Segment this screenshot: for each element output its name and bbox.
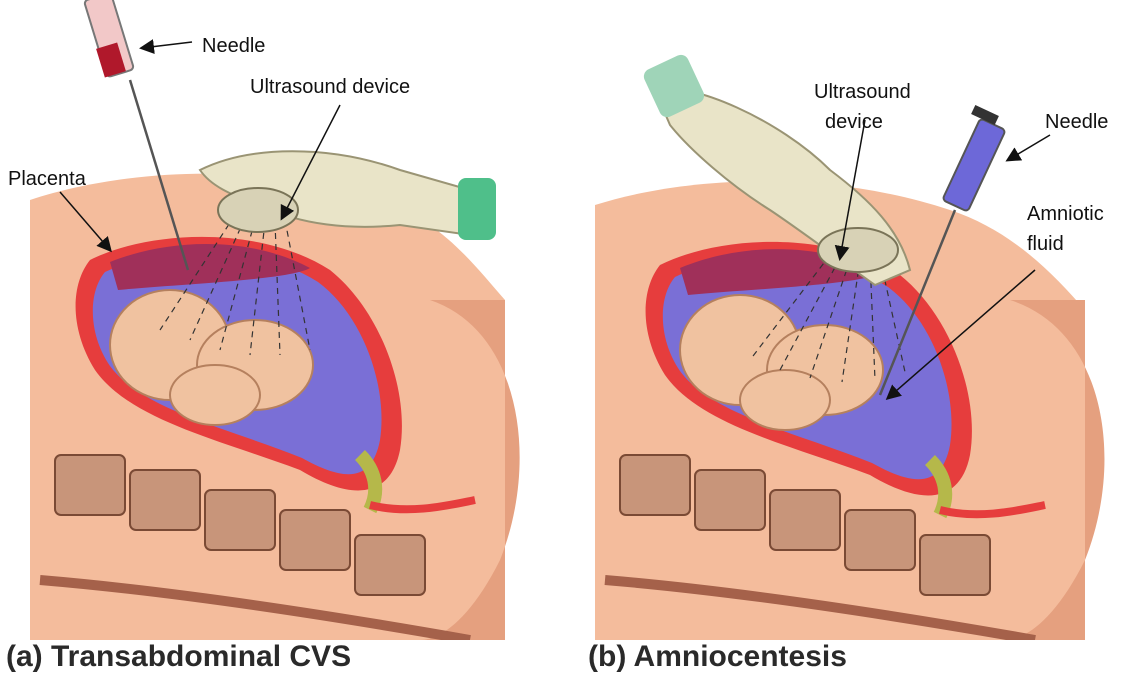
- label-amniotic-line2: fluid: [1027, 233, 1064, 255]
- label-needle: Needle: [202, 35, 265, 57]
- label-ultrasound-device: Ultrasound device: [250, 76, 410, 98]
- label-ultrasound-line2: device: [825, 111, 883, 133]
- caption-panel-b: (b) Amniocentesis: [588, 640, 847, 674]
- label-placenta: Placenta: [8, 168, 87, 190]
- ultrasound-probe: [818, 228, 898, 272]
- cuff: [458, 178, 496, 240]
- needle-pointer: [1008, 135, 1050, 160]
- caption-panel-a: (a) Transabdominal CVS: [6, 640, 351, 674]
- panel-b-illustration: Ultrasound device Needle Amniotic fluid: [580, 0, 1140, 640]
- label-needle: Needle: [1045, 111, 1108, 133]
- label-ultrasound-line1: Ultrasound: [814, 81, 911, 103]
- panel-a-illustration: Needle Ultrasound device Placenta: [0, 0, 548, 640]
- label-amniotic-line1: Amniotic: [1027, 203, 1104, 225]
- needle-pointer: [142, 42, 192, 48]
